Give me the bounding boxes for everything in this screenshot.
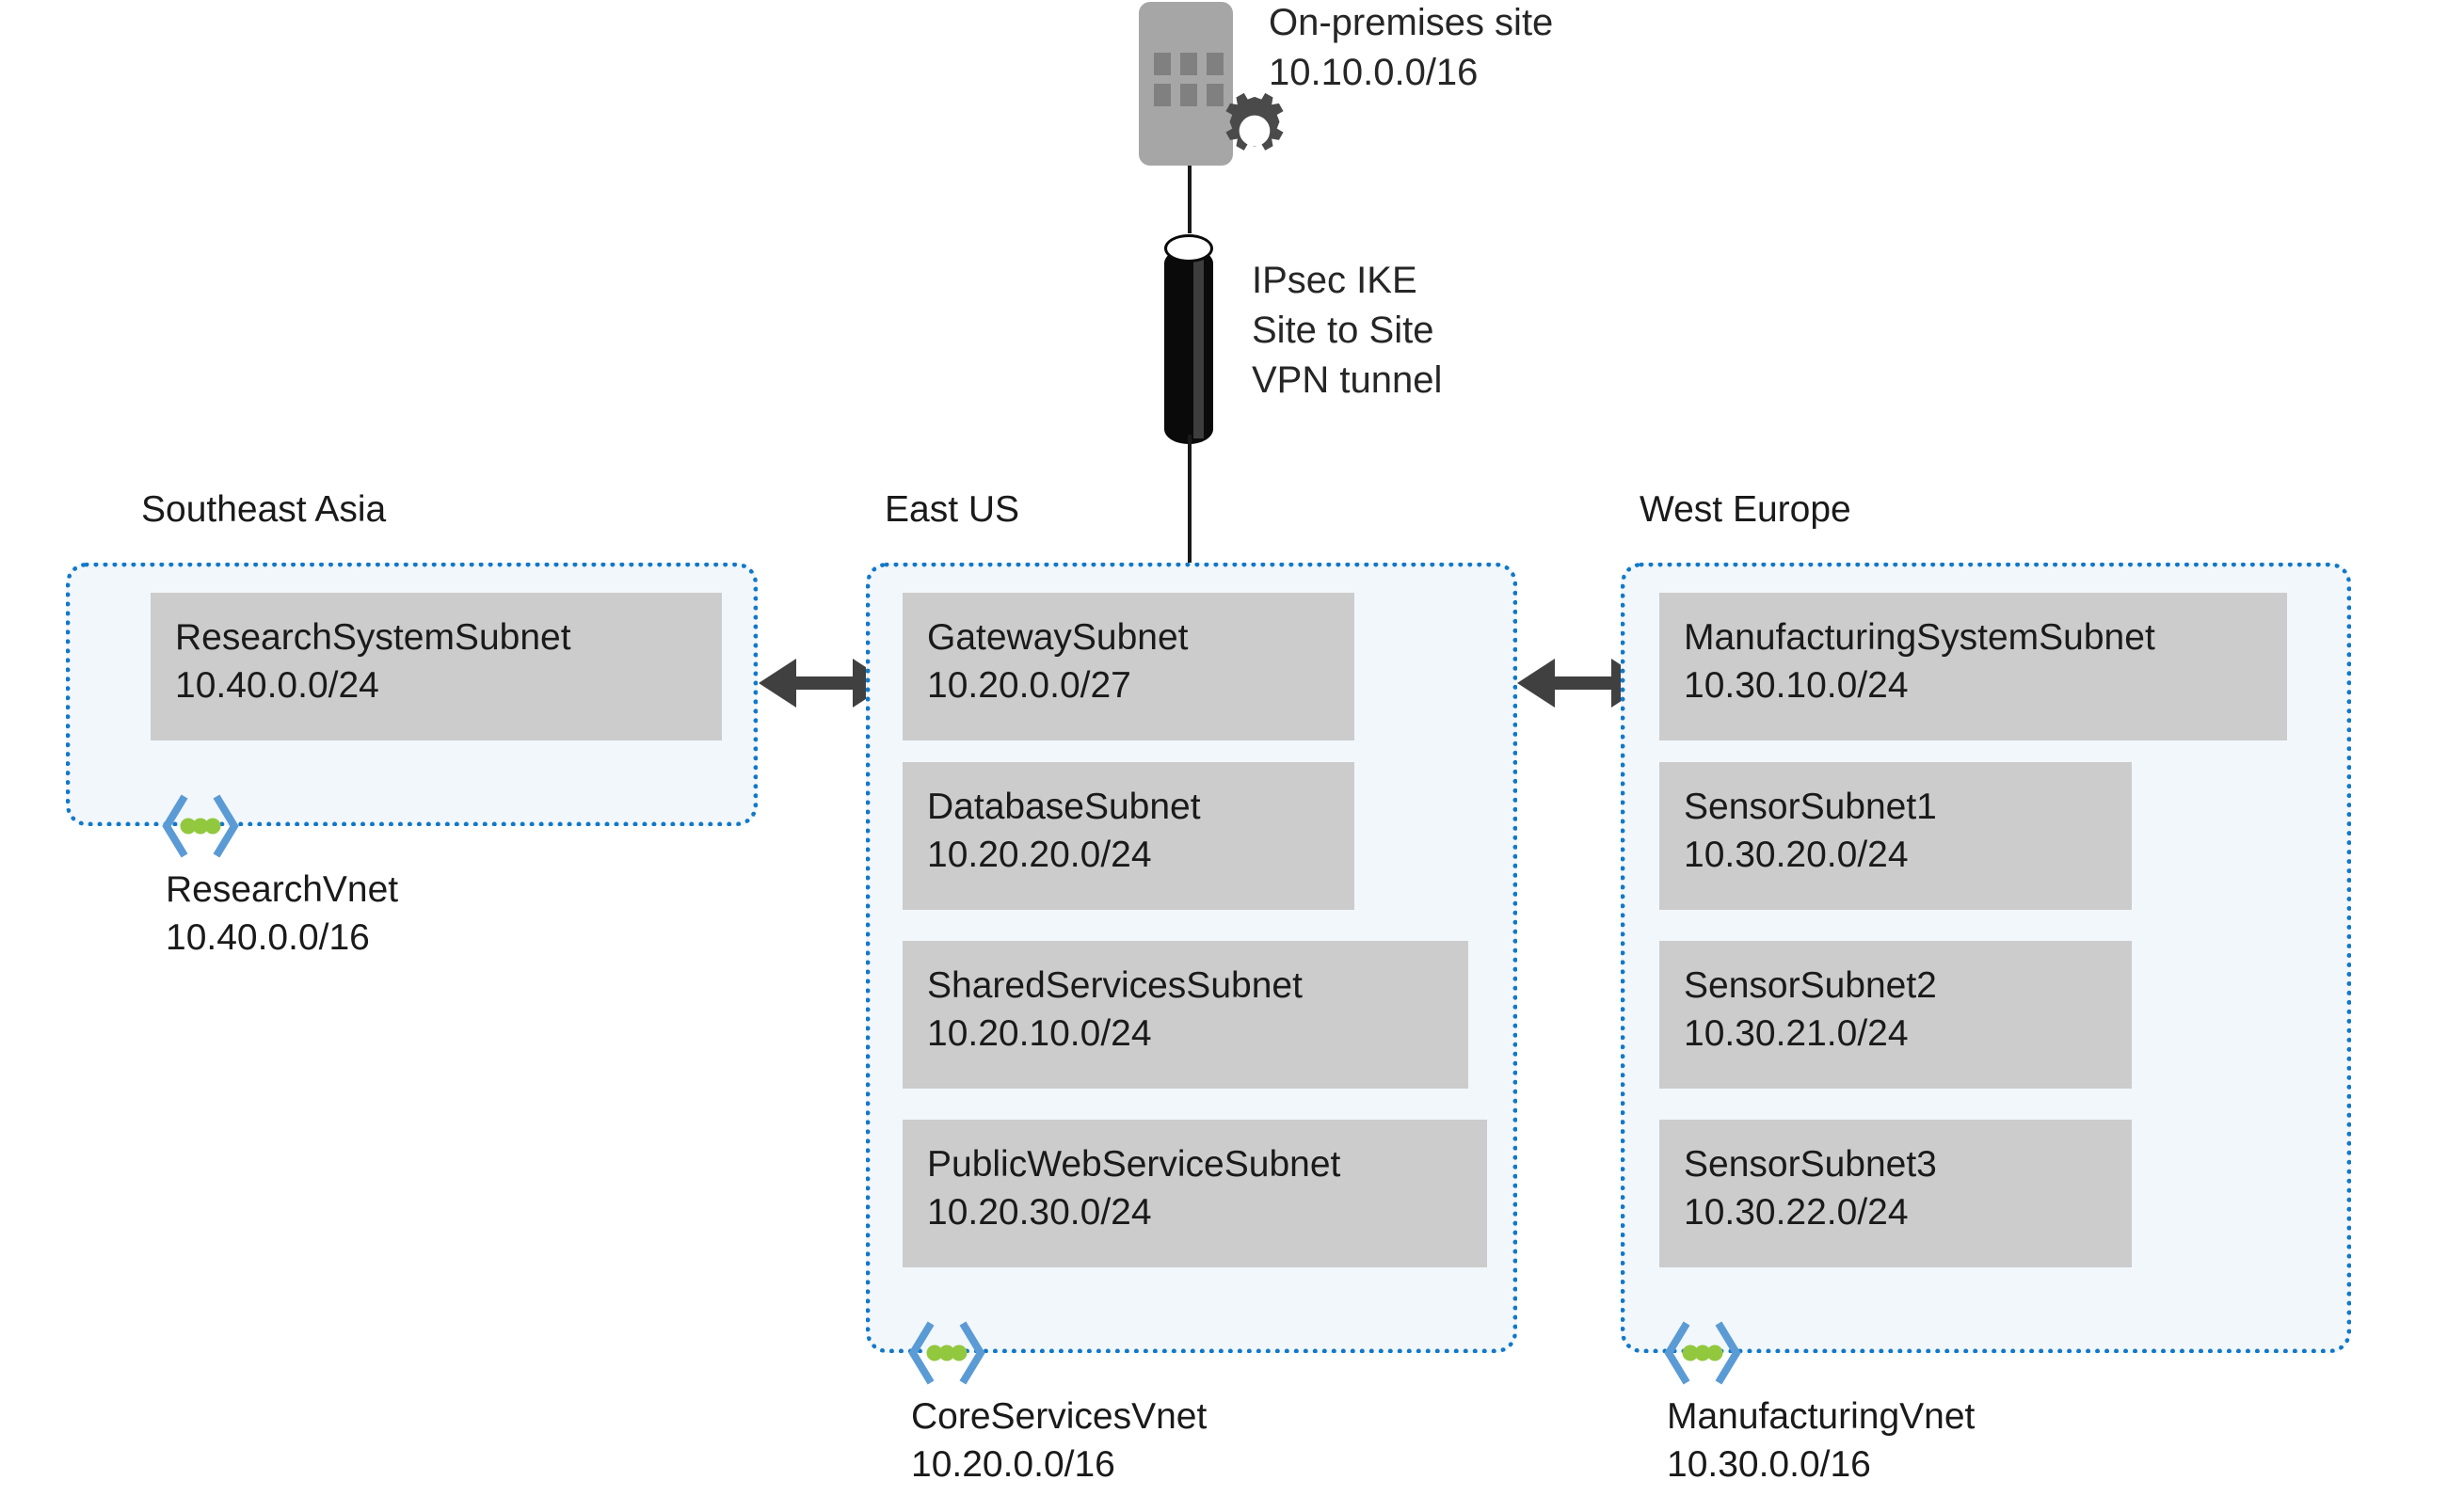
subnet-cidr: 10.30.21.0/24 <box>1684 1013 1909 1054</box>
subnet-cidr: 10.20.0.0/27 <box>927 665 1131 706</box>
subnet-database[interactable]: DatabaseSubnet 10.20.20.0/24 <box>903 762 1354 910</box>
vpn-tunnel-label: IPsec IKE Site to Site VPN tunnel <box>1252 256 1442 406</box>
vpn-tunnel-body <box>1164 248 1213 444</box>
onpremises-cidr: 10.10.0.0/16 <box>1269 52 1479 93</box>
vnet-icon <box>162 794 239 858</box>
building-window <box>1207 84 1224 106</box>
vnet-cidr: 10.20.0.0/16 <box>911 1444 1115 1485</box>
subnet-cidr: 10.20.20.0/24 <box>927 835 1152 875</box>
subnet-name: SensorSubnet2 <box>1684 965 1937 1006</box>
building-window <box>1207 53 1224 75</box>
subnet-name: GatewaySubnet <box>927 617 1189 658</box>
vpn-tunnel-highlight <box>1193 254 1204 438</box>
region-label-southeast-asia: Southeast Asia <box>141 489 387 530</box>
peering-arrow-right[interactable] <box>1517 653 1649 713</box>
subnet-cidr: 10.40.0.0/24 <box>175 665 379 706</box>
subnet-cidr: 10.30.10.0/24 <box>1684 665 1909 706</box>
subnet-name: DatabaseSubnet <box>927 787 1201 827</box>
building-window <box>1180 84 1197 106</box>
subnet-manufacturing-system[interactable]: ManufacturingSystemSubnet 10.30.10.0/24 <box>1659 593 2287 740</box>
subnet-name: PublicWebServiceSubnet <box>927 1144 1341 1185</box>
vnet-name: CoreServicesVnet <box>911 1396 1208 1437</box>
subnet-sharedservices[interactable]: SharedServicesSubnet 10.20.10.0/24 <box>903 941 1468 1089</box>
region-label-west-europe: West Europe <box>1640 489 1851 530</box>
building-windows-group <box>1154 53 1224 106</box>
subnet-name: ResearchSystemSubnet <box>175 617 571 658</box>
vnet-name: ManufacturingVnet <box>1667 1396 1976 1437</box>
vnet-name: ResearchVnet <box>166 869 399 910</box>
subnet-research-system[interactable]: ResearchSystemSubnet 10.40.0.0/24 <box>151 593 722 740</box>
vpn-tunnel-icon <box>1164 233 1213 444</box>
subnet-name: SharedServicesSubnet <box>927 965 1303 1006</box>
building-window <box>1180 53 1197 75</box>
subnet-cidr: 10.20.30.0/24 <box>927 1192 1152 1233</box>
onpremises-name: On-premises site <box>1269 2 1554 43</box>
subnet-publicwebservice[interactable]: PublicWebServiceSubnet 10.20.30.0/24 <box>903 1120 1487 1267</box>
vpn-label-line-1: IPsec IKE <box>1252 260 1417 301</box>
vpn-label-line-2: Site to Site <box>1252 310 1434 351</box>
vnet-caption-coreservices: CoreServicesVnet 10.20.0.0/16 <box>911 1393 1207 1488</box>
building-window <box>1154 84 1171 106</box>
vnet-cidr: 10.40.0.0/16 <box>166 917 370 958</box>
subnet-cidr: 10.30.22.0/24 <box>1684 1192 1909 1233</box>
gear-icon <box>1225 92 1284 151</box>
vpn-label-line-3: VPN tunnel <box>1252 359 1443 401</box>
subnet-sensor-3[interactable]: SensorSubnet3 10.30.22.0/24 <box>1659 1120 2132 1267</box>
vpn-tunnel-cap <box>1164 234 1213 263</box>
vnet-cidr: 10.30.0.0/16 <box>1667 1444 1871 1485</box>
building-window <box>1154 53 1171 75</box>
vnet-caption-research: ResearchVnet 10.40.0.0/16 <box>166 866 398 962</box>
region-label-east-us: East US <box>885 489 1020 530</box>
vnet-icon <box>908 1321 985 1385</box>
subnet-name: SensorSubnet1 <box>1684 787 1937 827</box>
vpn-connector-line-bottom <box>1188 435 1192 572</box>
subnet-cidr: 10.20.10.0/24 <box>927 1013 1152 1054</box>
peering-arrow-left[interactable] <box>759 653 890 713</box>
onpremises-label: On-premises site 10.10.0.0/16 <box>1269 0 1553 98</box>
subnet-sensor-1[interactable]: SensorSubnet1 10.30.20.0/24 <box>1659 762 2132 910</box>
vpn-connector-line-top <box>1188 166 1192 233</box>
vnet-caption-manufacturing: ManufacturingVnet 10.30.0.0/16 <box>1667 1393 1975 1488</box>
subnet-cidr: 10.30.20.0/24 <box>1684 835 1909 875</box>
subnet-name: ManufacturingSystemSubnet <box>1684 617 2155 658</box>
subnet-name: SensorSubnet3 <box>1684 1144 1937 1185</box>
subnet-sensor-2[interactable]: SensorSubnet2 10.30.21.0/24 <box>1659 941 2132 1089</box>
vnet-icon <box>1664 1321 1741 1385</box>
subnet-gateway[interactable]: GatewaySubnet 10.20.0.0/27 <box>903 593 1354 740</box>
